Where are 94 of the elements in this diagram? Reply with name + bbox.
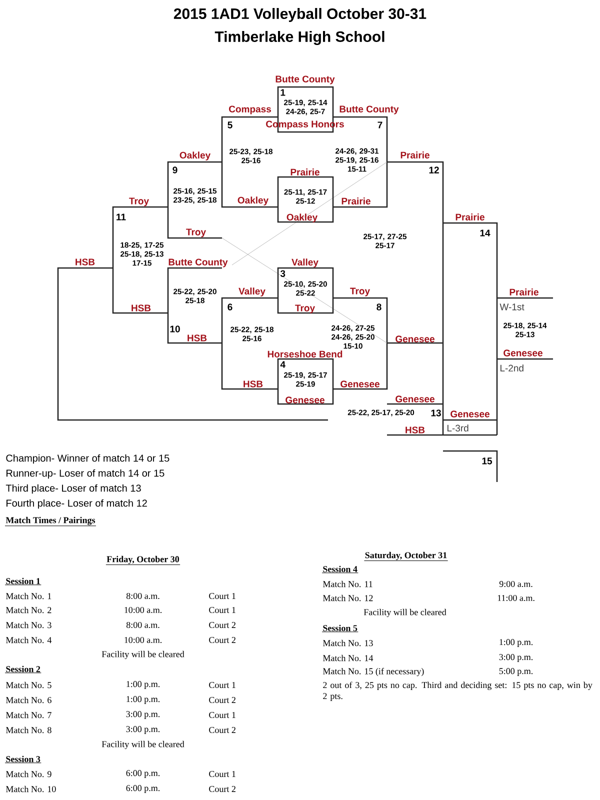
match-number: 7: [378, 122, 382, 128]
subtitle: Timberlake High School: [214, 30, 384, 46]
table-cell: Court 2: [209, 786, 236, 792]
table-cell: Match No. 7: [6, 712, 52, 718]
table-cell: Match No. 12: [322, 594, 373, 602]
table-cell: Match No. 13: [322, 640, 373, 646]
table-cell: Match No. 4: [6, 636, 52, 644]
table-cell: Match No. 15 (if necessary): [322, 668, 424, 676]
table-cell: 10:00 a.m.: [124, 636, 162, 644]
table-cell: Match No. 6: [6, 696, 52, 704]
info-text: Fourth place- Loser of match 12: [6, 499, 147, 509]
table-cell: 10:00 a.m.: [124, 606, 162, 614]
note-text: 2 out of 3, 25 pts no cap. Third and deciding set: 15 pts no cap, win by 2 pts.: [323, 682, 592, 701]
schedule-heading: Match Times / Pairings: [4, 516, 96, 526]
table-cell: Match No. 8: [6, 726, 52, 734]
team-name: HSB: [76, 258, 95, 266]
match-number: 11: [116, 214, 126, 220]
placement-text: W-1st: [500, 304, 524, 310]
team-name: Oakley: [286, 214, 318, 222]
schedule-heading: Session 4: [322, 566, 358, 574]
table-cell: Match No. 3: [6, 622, 52, 628]
table-cell: Match No. 14: [322, 654, 374, 662]
match-number: 15: [482, 458, 492, 464]
team-name: Valley: [238, 288, 266, 296]
table-cell: 6:00 p.m.: [126, 785, 160, 793]
match-number: 6: [228, 304, 232, 310]
team-name: Troy: [350, 288, 370, 296]
table-cell: 8:00 a.m.: [126, 592, 160, 600]
schedule-heading: Session 5: [322, 624, 358, 632]
table-cell: Court 1: [209, 770, 236, 778]
match-number: 8: [376, 304, 382, 310]
match-number: 12: [429, 166, 439, 174]
table-cell: 1:00 p.m.: [126, 681, 160, 689]
schedule-heading: Saturday, October 31: [364, 552, 448, 562]
table-cell: Court 2: [209, 636, 236, 644]
team-name: Oakley: [238, 196, 269, 206]
match-number: 14: [480, 230, 490, 236]
table-cell: 1:00 p.m.: [126, 696, 160, 704]
match-number: 9: [172, 166, 178, 174]
team-name: Genesee: [396, 396, 434, 402]
schedule-heading: Session 1: [4, 578, 42, 586]
info-text: Third place- Loser of match 13: [6, 484, 141, 494]
team-name: Genesee: [450, 410, 490, 418]
table-cell: Court 2: [209, 622, 236, 628]
note-text: Facility will be cleared: [102, 650, 184, 660]
team-name: HSB: [188, 334, 207, 342]
match-number: 5: [228, 122, 232, 128]
table-cell: Match No. 11: [322, 580, 372, 588]
table-cell: 5:00 p.m.: [499, 668, 533, 676]
table-cell: 1:00 p.m.: [500, 639, 533, 647]
table-cell: 3:00 p.m.: [126, 711, 160, 719]
team-name: Oakley: [180, 152, 211, 160]
team-name: Troy: [129, 198, 149, 206]
table-cell: 6:00 p.m.: [126, 770, 160, 778]
table-cell: 9:00 a.m.: [499, 580, 532, 588]
team-name: Butte County: [168, 258, 228, 268]
table-cell: Court 2: [209, 726, 236, 734]
table-cell: Court 1: [209, 606, 236, 614]
title: 2015 1AD1 Volleyball October 30-31: [174, 8, 426, 22]
team-name: Troy: [186, 228, 206, 238]
table-cell: Court 1: [209, 592, 236, 600]
team-name: HSB: [406, 426, 425, 434]
placement-text: L-2nd: [500, 364, 524, 372]
match-number: 13: [431, 410, 441, 416]
table-cell: Match No. 9: [6, 770, 52, 778]
table-cell: Court 1: [209, 712, 236, 718]
placement-text: L-3rd: [448, 424, 468, 432]
team-name: Genesee: [396, 336, 434, 342]
team-name: Prairie: [400, 152, 430, 158]
table-cell: Match No. 5: [6, 682, 52, 688]
team-name: Troy: [295, 304, 315, 314]
table-cell: 11:00 a.m.: [498, 594, 534, 602]
team-name: Genesee: [286, 396, 324, 404]
schedule-heading: Session 3: [4, 756, 42, 764]
team-name: Prairie: [510, 288, 538, 296]
note-text: Facility will be cleared: [102, 740, 184, 750]
team-name: HSB: [244, 380, 263, 388]
table-cell: Court 2: [209, 696, 236, 704]
info-text: Runner-up- Loser of match 14 or 15: [6, 469, 164, 479]
table-cell: Court 1: [209, 682, 236, 688]
team-name: Prairie: [456, 214, 484, 220]
team-name: Genesee: [504, 350, 542, 356]
table-cell: Match No. 2: [6, 606, 52, 614]
schedule-heading: Friday, October 30: [106, 556, 180, 566]
note-text: Facility will be cleared: [364, 608, 446, 618]
table-cell: 3:00 p.m.: [499, 654, 533, 662]
table-cell: Match No. 10: [6, 786, 56, 792]
table-cell: Match No. 1: [6, 592, 52, 600]
table-cell: 3:00 p.m.: [126, 726, 160, 734]
info-text: Champion- Winner of match 14 or 15: [6, 454, 170, 464]
table-cell: 8:00 a.m.: [126, 622, 160, 628]
match-number: 10: [170, 326, 180, 332]
team-name: HSB: [132, 304, 151, 312]
schedule-heading: Session 2: [4, 666, 42, 674]
